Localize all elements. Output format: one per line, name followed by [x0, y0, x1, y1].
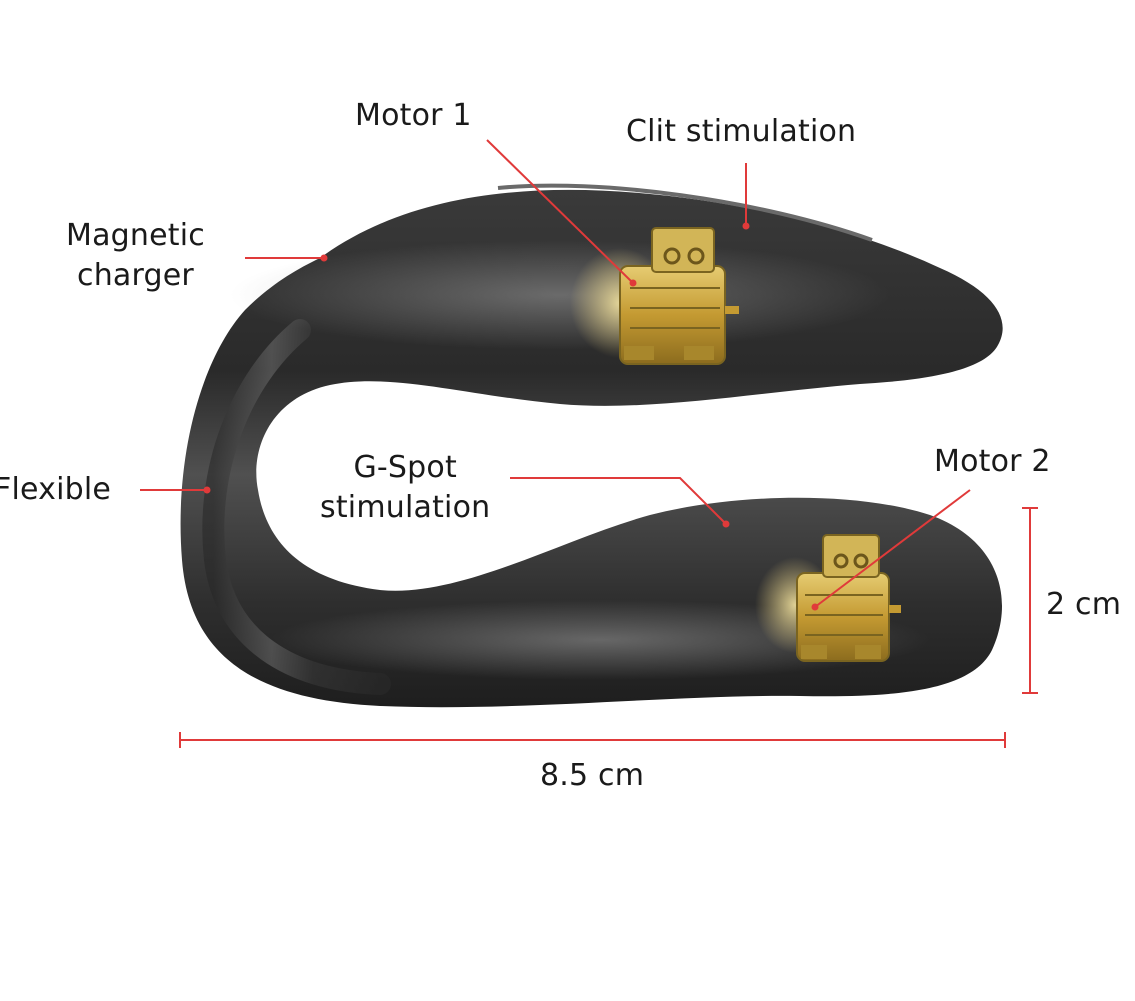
g-spot-line2: stimulation: [320, 490, 491, 525]
motor-1-illustration: [570, 227, 739, 365]
magnetic-charger-dot: [320, 254, 328, 262]
magnetic-charger-line2: charger: [77, 258, 194, 293]
motor-1-dot: [629, 279, 637, 287]
g-spot-line1: G-Spot: [353, 450, 457, 485]
annotations: [140, 139, 1038, 748]
flexible-dot: [203, 486, 211, 494]
magnetic-charger-line1: Magnetic: [66, 218, 205, 253]
clit-stimulation-label: Clit stimulation: [626, 114, 857, 149]
motor-2-leader: [814, 489, 971, 608]
motor-2-label: Motor 2: [934, 444, 1051, 479]
height-dimension-label: 2 cm: [1046, 587, 1122, 622]
flexible-label: Flexible: [0, 472, 112, 507]
top-seam: [497, 183, 873, 242]
magnetic-charger-label: Magnetic charger: [66, 216, 205, 296]
g-spot-stimulation-label: G-Spot stimulation: [320, 448, 490, 528]
g-spot-dot: [722, 520, 730, 528]
upper-arm-shine: [230, 240, 890, 350]
motor-1-leader: [486, 139, 634, 284]
motor-2-illustration: [755, 534, 901, 662]
bend-highlight: [202, 319, 391, 695]
clit-stimulation-dot: [742, 222, 750, 230]
motor-2-dot: [811, 603, 819, 611]
width-dimension-label: 8.5 cm: [540, 758, 645, 793]
motor-1-label: Motor 1: [355, 98, 472, 133]
g-spot-leader: [510, 477, 727, 525]
